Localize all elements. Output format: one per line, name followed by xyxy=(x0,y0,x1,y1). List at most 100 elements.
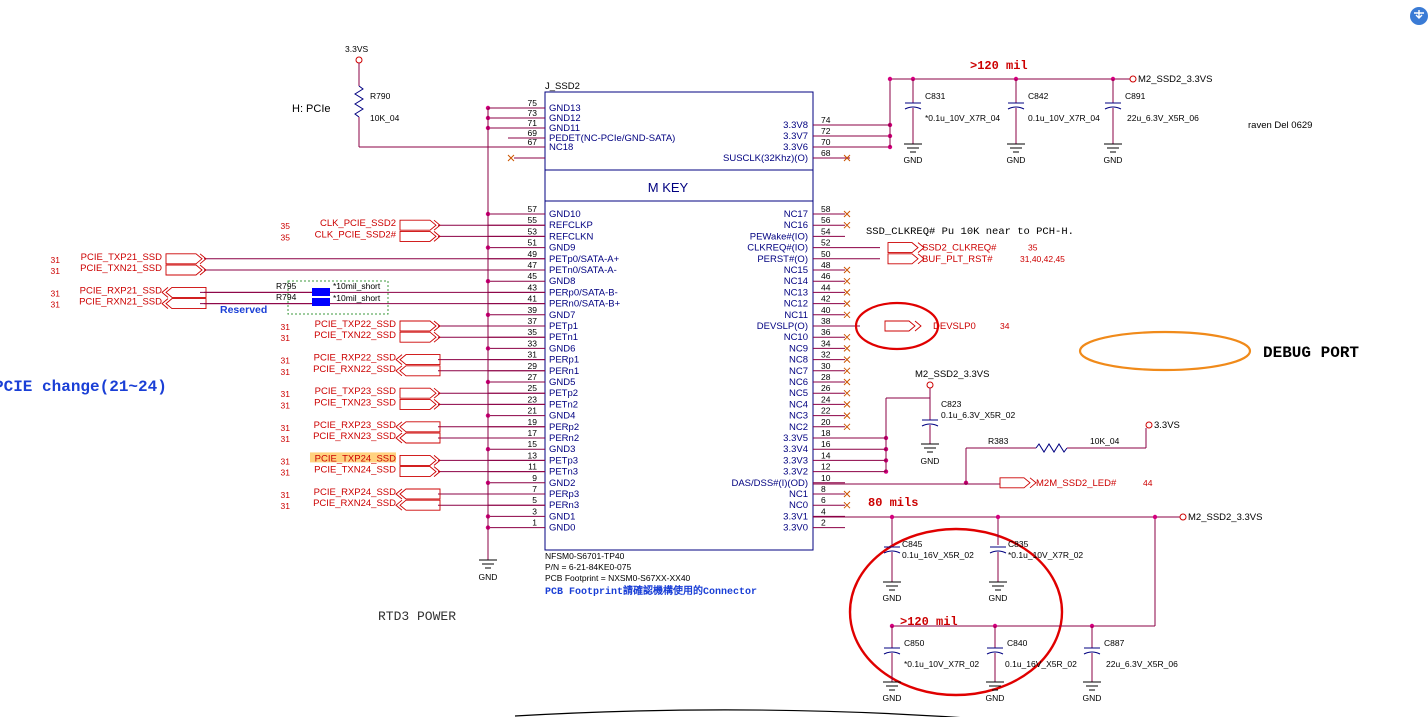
gnd-label: GND xyxy=(1083,693,1102,703)
r790-rail: 3.3VS xyxy=(345,44,368,54)
pin-number: 12 xyxy=(821,462,831,472)
pin-name: GND12 xyxy=(549,113,581,124)
pin-number: 32 xyxy=(821,350,831,360)
pin-number: 4 xyxy=(821,506,826,516)
pin-number: 16 xyxy=(821,439,831,449)
gnd-label: GND xyxy=(1104,155,1123,165)
net-flag xyxy=(399,320,441,332)
pin-number: 15 xyxy=(528,439,538,449)
gnd-label: GND xyxy=(883,693,902,703)
pin-number: 18 xyxy=(821,428,831,438)
pin-number: 68 xyxy=(821,148,831,158)
debug-port-label: DEBUG PORT xyxy=(1263,344,1359,362)
net-name: PCIE_TXN23_SSD xyxy=(314,397,396,408)
pin-number: 73 xyxy=(528,108,538,118)
cap-plate xyxy=(883,550,901,554)
gnd-label-c823: GND xyxy=(921,456,940,466)
net-page-ref: 31 xyxy=(281,434,291,444)
c823-ref: C823 xyxy=(941,399,962,409)
junction-dot xyxy=(995,514,1001,520)
net-flag xyxy=(399,387,441,399)
cap-value: *0.1u_10V_X7R_02 xyxy=(904,659,979,669)
net-page-ref: 31 xyxy=(281,367,291,377)
pin-name: PEWake#(IO) xyxy=(750,231,808,242)
pin-name: PEDET(NC-PCIe/GND-SATA) xyxy=(549,133,675,144)
pin-number: 53 xyxy=(528,226,538,236)
top-power-bus: M2_SSD2_3.3VS >120 mil raven Del 0629 xyxy=(813,59,1312,147)
pin-name: 3.3V8 xyxy=(783,120,808,131)
pin-number: 58 xyxy=(821,204,831,214)
pin-number: 67 xyxy=(528,137,538,147)
pin-name: GND3 xyxy=(549,444,575,455)
pin-name: PETn0/SATA-A- xyxy=(549,265,617,276)
net-highlight xyxy=(310,452,396,463)
pin-number: 22 xyxy=(821,406,831,416)
debug-credit: raven Del 0629 xyxy=(1248,120,1312,131)
pin-name: PERp3 xyxy=(549,489,579,500)
gnd-label: GND xyxy=(989,593,1008,603)
net-flag xyxy=(395,354,441,366)
pin-number: 39 xyxy=(528,305,538,315)
cap-plate xyxy=(1007,106,1025,110)
net-page-ref: 31 xyxy=(281,333,291,343)
pin-name: NC15 xyxy=(784,265,808,276)
pin-number: 40 xyxy=(821,305,831,315)
net-flag xyxy=(165,264,207,276)
pin-number: 3 xyxy=(532,506,537,516)
pin-name: NC14 xyxy=(784,276,808,287)
no-connect-mark xyxy=(843,345,851,352)
connector-pn: P/N = 6-21-84KE0-075 xyxy=(545,562,632,572)
net-name: PCIE_RXN23_SSD xyxy=(313,431,396,442)
pin-number: 2 xyxy=(821,518,826,528)
net-flag xyxy=(161,298,207,310)
net-page-ref: 44 xyxy=(1143,478,1153,488)
right-net-labels[interactable]: SSD2_CLKREQ#35BUF_PLT_RST#31,40,42,45DEV… xyxy=(845,242,1153,489)
cap-value: 0.1u_10V_X7R_04 xyxy=(1028,113,1100,123)
pin-number: 26 xyxy=(821,383,831,393)
pin-number: 5 xyxy=(532,495,537,505)
pin-name: CLKREQ#(IO) xyxy=(747,243,808,254)
pin-name: PERp2 xyxy=(549,422,579,433)
pin-number: 51 xyxy=(528,238,538,248)
pin-number: 31 xyxy=(528,350,538,360)
pin-name: GND7 xyxy=(549,310,575,321)
r383-pullup: 3.3VS R383 10K_04 xyxy=(813,420,1180,485)
net-name: PCIE_TXN22_SSD xyxy=(314,330,396,341)
r383-value: 10K_04 xyxy=(1090,436,1120,446)
pin-number: 70 xyxy=(821,137,831,147)
net-name: M2M_SSD2_LED# xyxy=(1036,478,1117,489)
no-connect-mark xyxy=(843,367,851,375)
pin-name: GND8 xyxy=(549,276,575,287)
pin-name: PERn2 xyxy=(549,433,579,444)
cap-plate xyxy=(904,106,922,110)
r790-value: 10K_04 xyxy=(370,113,400,123)
no-connect-mark xyxy=(507,154,515,162)
pin-number: 42 xyxy=(821,294,831,304)
short-resistors: R795 R794 *10mil_short *10mil_short Rese… xyxy=(220,280,389,316)
debug-port-highlight xyxy=(1078,330,1252,372)
pin-name: GND6 xyxy=(549,343,575,354)
pin-number: 57 xyxy=(528,204,538,214)
net-name: DEVSLP0 xyxy=(933,321,976,332)
pin-name: NC11 xyxy=(784,310,808,321)
net-page-ref: 31 xyxy=(281,501,291,511)
pin-number: 11 xyxy=(528,462,537,472)
net-page-ref: 31 xyxy=(51,300,61,310)
pin-number: 38 xyxy=(821,316,831,326)
net-page-ref: 31 xyxy=(281,456,291,466)
pin-number: 45 xyxy=(528,271,538,281)
download-icon[interactable] xyxy=(1410,7,1428,25)
pin-name: PETn1 xyxy=(549,332,578,343)
pin-name: PETp1 xyxy=(549,321,578,332)
net-name: PCIE_RXN21_SSD xyxy=(79,297,162,308)
net-page-ref: 31,40,42,45 xyxy=(1020,254,1065,264)
left-net-labels[interactable]: CLK_PCIE_SSD235CLK_PCIE_SSD2#35PCIE_TXP2… xyxy=(51,218,545,511)
pin-number: 69 xyxy=(528,128,538,138)
net-page-ref: 31 xyxy=(51,266,61,276)
pin-name: 3.3V0 xyxy=(783,523,808,534)
pin-number: 29 xyxy=(528,361,538,371)
net-page-ref: 31 xyxy=(281,356,291,366)
